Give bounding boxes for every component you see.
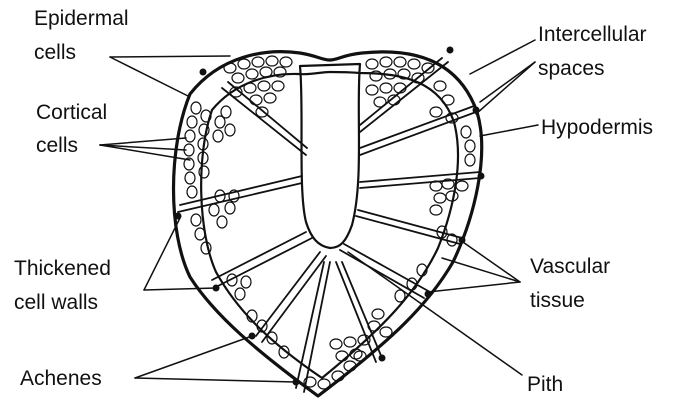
label-cortical-line1: Cortical: [36, 100, 107, 125]
label-vascular-line2: tissue: [530, 288, 585, 313]
label-intercellular-line1: Intercellular: [538, 22, 647, 47]
label-epidermal-line1: Epidermal: [34, 6, 129, 31]
label-hypodermis: Hypodermis: [541, 115, 653, 140]
outer-outline: [174, 52, 482, 396]
label-thickened-line2: cell walls: [14, 290, 98, 315]
label-pith: Pith: [527, 372, 563, 397]
label-thickened-line1: Thickened: [14, 256, 111, 281]
cortical-cells: [184, 56, 475, 389]
label-epidermal-line2: cells: [34, 40, 76, 65]
label-intercellular-line2: spaces: [538, 56, 605, 81]
label-cortical-line2: cells: [36, 133, 78, 158]
pith-cavity: [300, 64, 360, 248]
label-vascular-line1: Vascular: [530, 254, 610, 279]
label-achenes: Achenes: [20, 366, 102, 391]
vascular-strands: [178, 58, 480, 392]
